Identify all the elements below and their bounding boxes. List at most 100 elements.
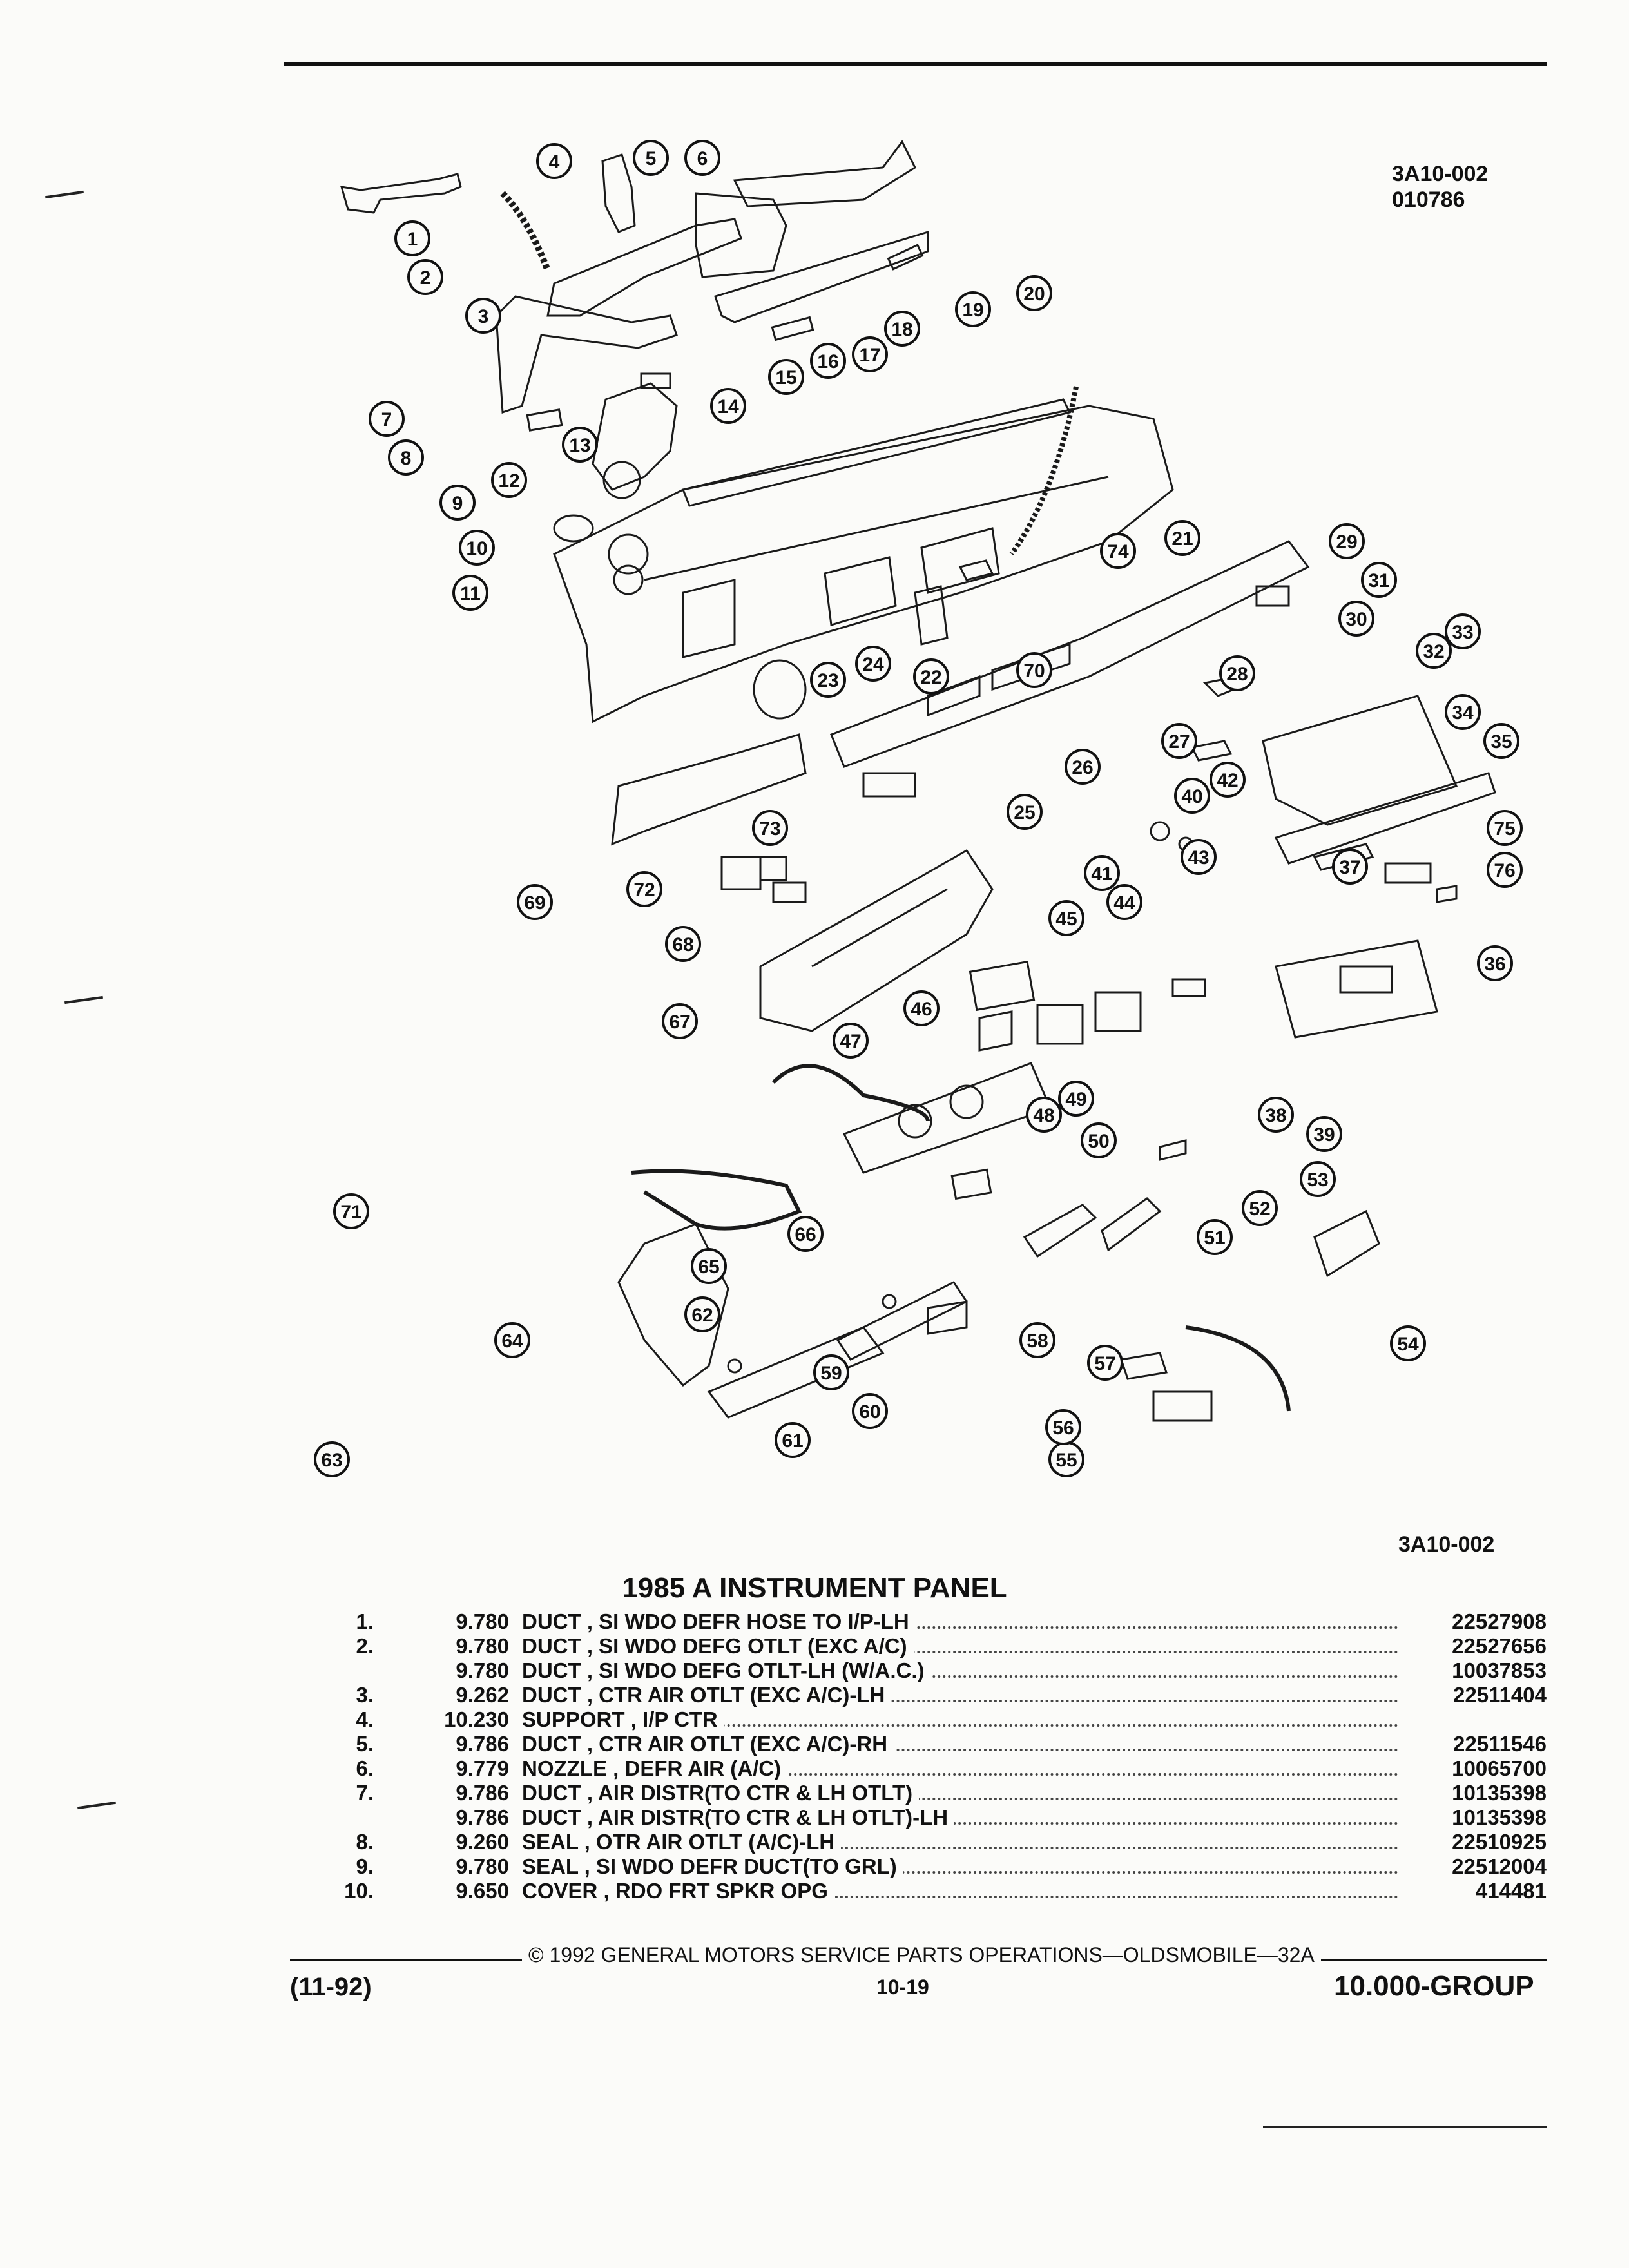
callout-circle [1087,1345,1123,1381]
callout-34: 34 [1445,694,1481,730]
leader-dots [522,1879,1398,1898]
callout-circle [1219,655,1255,691]
part-description: NOZZLE , DEFR AIR (A/C) [522,1756,788,1781]
callout-15: 15 [768,359,804,395]
scan-mark [77,1801,116,1810]
callout-circle [1258,1097,1294,1133]
part-description: COVER , RDO FRT SPKR OPG [522,1879,834,1903]
part-number: 414481 [1405,1879,1547,1903]
callout-label: 62 [691,1305,713,1326]
callout-circle [768,359,804,395]
callout-label: 66 [795,1224,816,1245]
group-number: 9.786 [456,1805,509,1829]
callout-circle [1016,275,1052,311]
callout-label: 29 [1336,532,1357,553]
callout-label: 6 [697,148,708,169]
callout-45: 45 [1048,900,1084,936]
callout-label: 5 [646,148,657,169]
callout-label: 35 [1490,731,1512,753]
callout-label: 59 [820,1363,842,1384]
callout-label: 71 [340,1202,361,1223]
callout-47: 47 [833,1023,869,1059]
callout-circle [314,1441,350,1477]
callout-circle [1487,810,1523,846]
callout-label: 53 [1307,1169,1328,1191]
callout-circle [459,530,495,566]
callout-48: 48 [1026,1097,1062,1133]
callout-52: 52 [1242,1190,1278,1226]
leader-dots [522,1634,1398,1653]
callout-circle [1174,778,1210,814]
callout-label: 55 [1055,1450,1077,1471]
callout-label: 10 [466,538,487,559]
exploded-parts-diagram: 1234567891011121314151617181920212223242… [314,140,1523,1477]
leader-dots [522,1854,1398,1874]
callout-50: 50 [1081,1122,1117,1158]
callout-22: 22 [913,658,949,695]
callout-circle [1045,1409,1081,1445]
callout-circle [1332,849,1368,885]
callout-circle [1197,1219,1233,1255]
callout-circle [662,1003,698,1039]
callout-61: 61 [775,1422,811,1458]
footer-rule-left [290,1959,522,1961]
callout-label: 3 [478,306,489,327]
callout-circle [494,1322,530,1358]
callout-circle [1487,852,1523,888]
leader-dots [522,1830,1398,1849]
callout-66: 66 [787,1216,824,1252]
callout-circle [1242,1190,1278,1226]
callout-circle [1007,794,1043,830]
callout-circle [1181,839,1217,875]
part-number: 22510925 [1405,1830,1547,1854]
callout-label: 16 [817,351,838,372]
leader-dots [522,1683,1398,1702]
callout-75: 75 [1487,810,1523,846]
callout-27: 27 [1161,723,1197,759]
callout-label: 45 [1055,908,1077,930]
callout-42: 42 [1210,762,1246,798]
footer-date: (11-92) [290,1973,372,2001]
callout-53: 53 [1300,1161,1336,1197]
callout-label: 69 [524,892,545,914]
callout-circle [775,1422,811,1458]
part-number: 10037853 [1405,1658,1547,1683]
callout-circle [1477,945,1513,981]
callout-circle [884,311,920,347]
part-number-index: 1. [356,1610,374,1633]
callout-10: 10 [459,530,495,566]
callout-label: 37 [1339,857,1360,878]
footer-copyright: © 1992 GENERAL MOTORS SERVICE PARTS OPER… [528,1943,1315,1966]
callout-circle [562,427,598,463]
callout-circle [333,1193,369,1229]
part-number: 10065700 [1405,1756,1547,1781]
callout-51: 51 [1197,1219,1233,1255]
callout-label: 72 [633,879,655,901]
callout-67: 67 [662,1003,698,1039]
callout-circle [1483,723,1519,759]
callout-circle [1390,1325,1426,1361]
callout-circle [684,140,720,176]
callout-circle [1016,652,1052,688]
callout-label: 41 [1091,863,1112,885]
callout-label: 54 [1397,1334,1419,1355]
callout-circle [1210,762,1246,798]
part-number: 22527656 [1405,1634,1547,1658]
group-number: 9.262 [456,1683,509,1707]
callout-label: 26 [1072,757,1093,778]
callout-4: 4 [536,143,572,179]
part-number-index: 9. [356,1854,374,1878]
figure-code: 3A10-002 010786 [1392,161,1488,213]
callout-44: 44 [1106,884,1142,920]
callout-23: 23 [810,662,846,698]
callout-label: 18 [891,319,912,340]
callout-label: 7 [381,409,392,430]
callout-49: 49 [1058,1081,1094,1117]
callout-circle [1084,855,1120,891]
group-number: 9.780 [456,1634,509,1658]
callout-7: 7 [369,401,405,437]
callout-label: 31 [1368,570,1389,591]
callout-21: 21 [1164,520,1200,556]
